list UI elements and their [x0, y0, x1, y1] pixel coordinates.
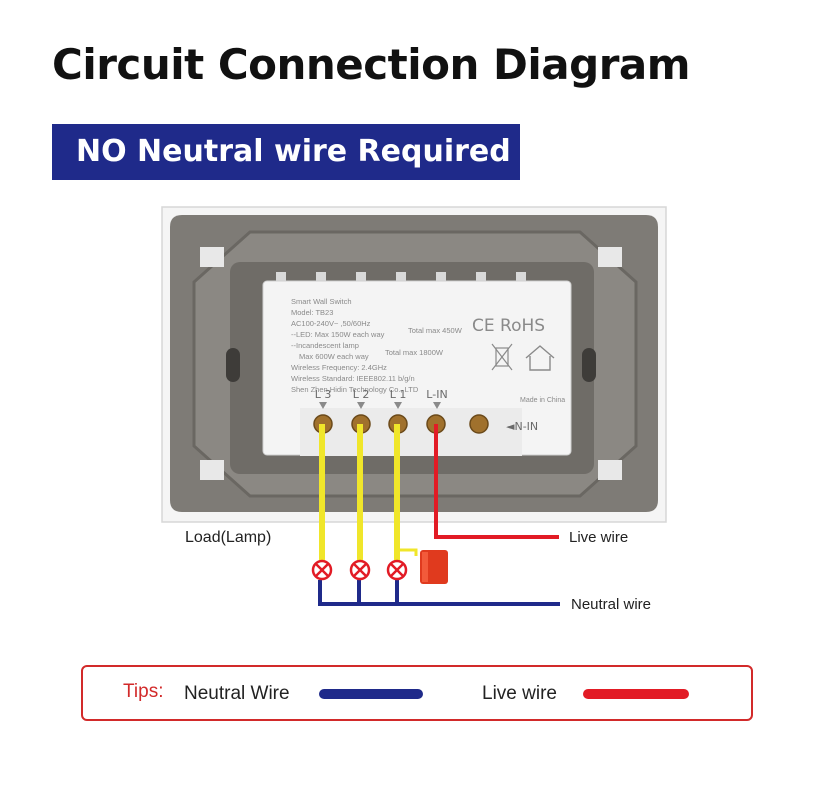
label-line-2: Model: TB23 [291, 308, 333, 317]
load-lamp-label: Load(Lamp) [185, 529, 272, 546]
neutral-wire-label: Neutral wire [571, 596, 652, 613]
label-line-3: AC100-240V~ ,50/60Hz [291, 319, 371, 328]
lamp-symbol-l2 [349, 559, 371, 581]
live-wire-label: Live wire [569, 529, 629, 546]
label-line-6: Max 600W each way [299, 352, 369, 361]
n-in-label: ◄N-IN [506, 420, 538, 433]
tips-label: Tips: [123, 681, 164, 702]
label-line-4b: Total max 450W [408, 326, 463, 335]
page-title: Circuit Connection Diagram [52, 40, 691, 89]
neutral-wire-path [318, 580, 560, 606]
banner-text: NO Neutral wire Required [76, 134, 511, 169]
neutral-legend-swatch [319, 689, 423, 699]
terminal-label-l1: L 1 [390, 388, 407, 401]
terminal-screw-nin [469, 414, 489, 434]
label-line-7: Wireless Frequency: 2.4GHz [291, 363, 387, 372]
terminal-label-lin: L-IN [426, 388, 447, 401]
label-line-6b: Total max 1800W [385, 348, 444, 357]
label-line-9: Shen Zhen Hidin Technology Co., LTD [291, 385, 419, 394]
notch-br [598, 460, 622, 480]
notch-tr [598, 247, 622, 267]
wire-connector [420, 550, 448, 584]
live-wire-path [434, 424, 559, 539]
load-branch-wire [399, 548, 418, 556]
house-icon [525, 345, 555, 371]
screw-slot-right [582, 348, 596, 382]
lamp-symbol-l1 [386, 559, 408, 581]
tips-legend: Tips: Neutral Wire Live wire [81, 665, 753, 721]
label-line-8: Wireless Standard: IEEE802.11 b/g/n [291, 374, 415, 383]
live-legend-swatch [583, 689, 689, 699]
notch-bl [200, 460, 224, 480]
lamp-symbol-l3 [311, 559, 333, 581]
no-neutral-banner: NO Neutral wire Required [52, 124, 520, 180]
bin-icon [491, 343, 513, 371]
made-in-label: Made in China [520, 397, 565, 404]
tips-neutral-text: Neutral Wire [184, 683, 290, 704]
label-line-1: Smart Wall Switch [291, 297, 352, 306]
label-line-5: --Incandescent lamp [291, 341, 359, 350]
label-line-4: --LED: Max 150W each way [291, 330, 385, 339]
screw-slot-left [226, 348, 240, 382]
load-wires [319, 424, 400, 562]
terminal-label-l2: L 2 [353, 388, 370, 401]
ce-rohs-mark: CE RoHS [472, 316, 545, 336]
notch-tl [200, 247, 224, 267]
terminal-label-l3: L 3 [315, 388, 332, 401]
tips-live-text: Live wire [482, 683, 557, 704]
